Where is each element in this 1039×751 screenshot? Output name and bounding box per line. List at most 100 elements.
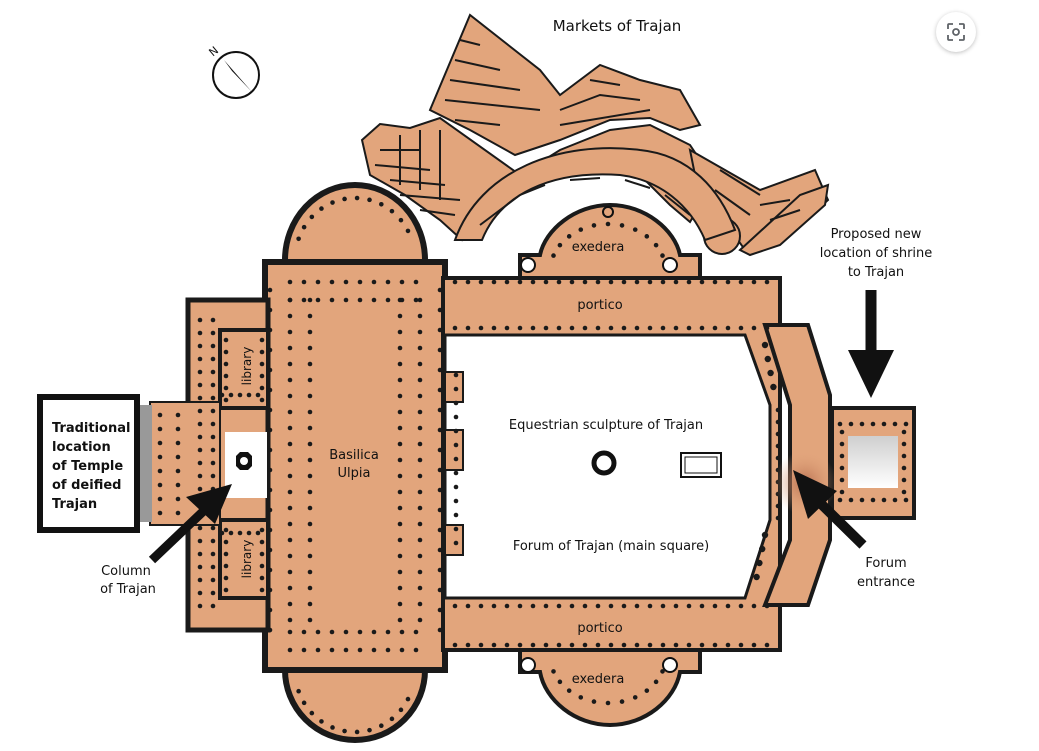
column-dot [725,325,731,331]
column-dot [839,441,845,447]
column-dot [491,642,497,648]
column-dot [491,279,497,285]
column-dot [385,629,391,635]
column-dot [595,325,601,331]
column-dot [175,426,181,432]
column-dot [775,455,781,461]
column-dot [566,234,572,239]
column-dot [307,361,313,367]
column-dot [287,617,293,623]
column-dot [223,587,229,593]
column-dot [699,325,705,331]
markets-label: Markets of Trajan [553,17,682,35]
column-dot [287,361,293,367]
column-dot [634,642,640,648]
column-dot [210,317,216,323]
column-dot [175,510,181,516]
column-dot [417,377,423,383]
column-dot [453,456,459,462]
markets-shop-walls [374,39,801,226]
column-dot [543,603,549,609]
column-dot [197,564,203,570]
column-dot [504,642,510,648]
column-dot [437,507,443,513]
column-dot [354,729,360,735]
column-dot [397,441,403,447]
entrance-arrow [793,470,867,549]
column-dot [437,607,443,613]
column-dot [437,627,443,633]
column-dot [246,530,252,536]
column-dot [647,279,653,285]
column-dot [197,603,203,609]
column-dot [751,279,757,285]
column-dot [517,325,523,331]
column-of-trajan-icon [236,452,252,470]
column-dot [660,642,666,648]
column-dot [901,429,907,435]
column-dot [197,369,203,375]
column-dot [157,440,163,446]
column-dot [591,699,597,704]
column-dot [219,530,225,536]
column-dot [397,489,403,495]
colonnade-columns [157,195,909,735]
column-dot [371,647,377,653]
column-dot [621,642,627,648]
column-dot [267,587,273,593]
temple-label-1: Traditional [52,421,130,436]
column-dot [647,642,653,648]
column-dot [157,412,163,418]
column-dot [417,569,423,575]
column-dot [287,521,293,527]
column-dot [566,688,572,693]
column-dot [385,647,391,653]
basilica-label-2: Ulpia [338,466,371,481]
visual-search-button[interactable] [936,12,976,52]
column-dot [223,349,229,355]
column-dot [228,530,234,536]
column-dot [399,629,405,635]
column-dot [417,313,423,319]
column-dot [330,725,335,730]
column-dot [210,395,216,401]
column-dot [301,647,307,653]
column-dot [405,696,411,702]
portico-top-label: portico [577,298,622,313]
column-dot [417,457,423,463]
column-dot [367,727,372,733]
column-dot [197,356,203,362]
column-dot [595,642,601,648]
column-dot [371,629,377,635]
column-dot [673,603,679,609]
column-dot [397,329,403,335]
column-dot [453,372,459,378]
column-dot [309,214,315,220]
column-dot [848,421,854,427]
column-dot [379,723,384,729]
column-dot [267,307,273,313]
column-dot [397,553,403,559]
column-dot [738,325,744,331]
column-dot [197,343,203,349]
column-dot [157,454,163,460]
column-dot [259,385,265,391]
column-dot [397,393,403,399]
column-dot [237,530,243,536]
column-dot [315,297,321,303]
column-dot [578,695,584,700]
column-dot [453,386,459,392]
column-dot [517,642,523,648]
column-dot [210,460,216,466]
column-dot [197,317,203,323]
column-dot [397,377,403,383]
column-dot [287,297,293,303]
column-dot [307,473,313,479]
column-dot [478,603,484,609]
column-dot [437,547,443,553]
column-dot [660,279,666,285]
column-dot [210,577,216,583]
column-dot [287,537,293,543]
column-dot [223,337,229,343]
column-dot [210,421,216,427]
